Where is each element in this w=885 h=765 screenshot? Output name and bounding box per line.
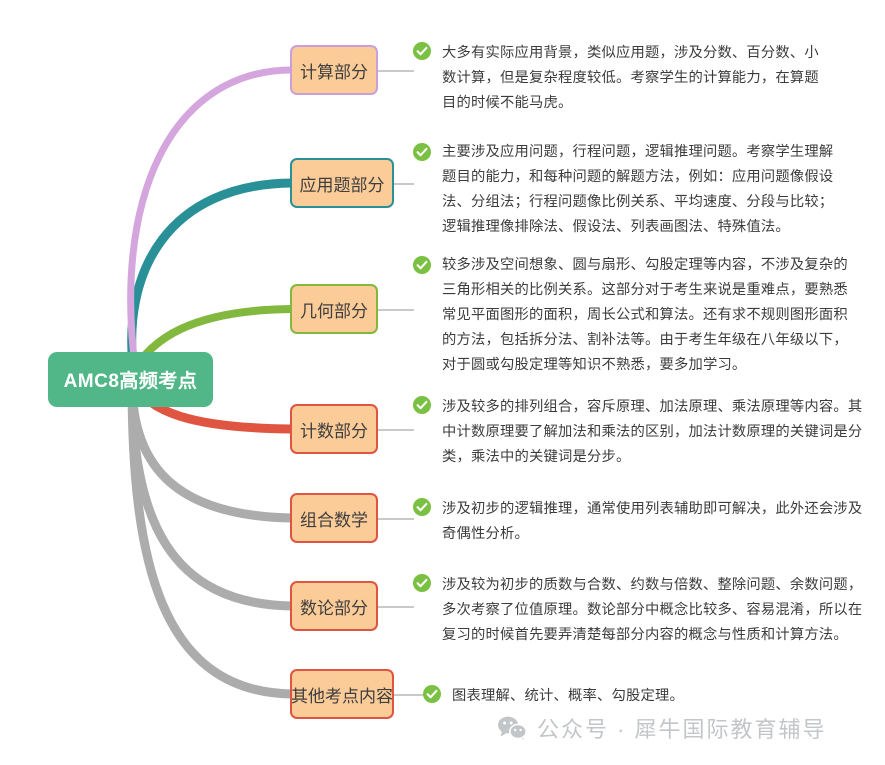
stub-branch-5 — [378, 518, 414, 520]
branch-node-1-label: 计算部分 — [300, 62, 368, 82]
root-node-label: AMC8高频考点 — [63, 371, 198, 392]
root-node[interactable]: AMC8高频考点 — [48, 352, 213, 407]
edge-branch-6 — [127, 377, 297, 611]
leaf-text-2: 主要涉及应用问题，行程问题，逻辑推理问题。考察学生理解 题目的能力，和每种问题的… — [442, 144, 834, 235]
check-circle-icon — [412, 255, 432, 275]
leaf-text-7: 图表理解、统计、概率、勾股定理。 — [452, 688, 684, 704]
check-circle-icon — [412, 395, 432, 415]
branch-node-3[interactable]: 几何部分 — [290, 284, 378, 334]
branch-node-6[interactable]: 数论部分 — [290, 581, 378, 631]
leaf-row-4: 涉及较多的排列组合，容斥原理、加法原理、乘法原理等内容。其 中计数原理要了解加法… — [412, 395, 872, 470]
edge-branch-1 — [127, 66, 296, 378]
branch-node-5-label: 组合数学 — [300, 510, 368, 530]
branch-node-3-label: 几何部分 — [300, 301, 368, 321]
leaf-text-4: 涉及较多的排列组合，容斥原理、加法原理、乘法原理等内容。其 中计数原理要了解加法… — [442, 399, 863, 465]
stub-branch-2 — [394, 183, 414, 185]
leaf-row-2: 主要涉及应用问题，行程问题，逻辑推理问题。考察学生理解 题目的能力，和每种问题的… — [412, 142, 862, 240]
leaf-text-1: 大多有实际应用背景，类似应用题，涉及分数、百分数、小 数计算，但是复杂程度较低。… — [442, 45, 819, 111]
leaf-text-3: 较多涉及空间想象、圆与扇形、勾股定理等内容，不涉及复杂的 三角形相关的比例关系。… — [442, 257, 848, 373]
branch-node-4-label: 计数部分 — [300, 421, 368, 441]
leaf-row-6: 涉及较为初步的质数与合数、约数与倍数、整除问题、余数问题， 多次考察了位值原理。… — [412, 573, 872, 648]
check-circle-icon — [412, 573, 432, 593]
watermark-label: 公众号 · 犀牛国际教育辅导 — [537, 717, 827, 742]
leaf-text-6: 涉及较为初步的质数与合数、约数与倍数、整除问题、余数问题， 多次考察了位值原理。… — [442, 577, 863, 643]
check-circle-icon — [412, 41, 432, 61]
leaf-row-3: 较多涉及空间想象、圆与扇形、勾股定理等内容，不涉及复杂的 三角形相关的比例关系。… — [412, 255, 872, 378]
branch-node-7[interactable]: 其他考点内容 — [290, 669, 394, 719]
stub-branch-3 — [378, 309, 414, 311]
stub-branch-6 — [378, 606, 414, 608]
stub-branch-7 — [394, 694, 424, 696]
stub-branch-4 — [378, 429, 414, 431]
check-circle-icon — [412, 142, 432, 162]
branch-node-6-label: 数论部分 — [300, 598, 368, 618]
wechat-icon — [497, 715, 527, 741]
branch-node-7-label: 其他考点内容 — [291, 686, 393, 706]
branch-node-5[interactable]: 组合数学 — [290, 493, 378, 543]
check-circle-icon — [412, 497, 432, 517]
edge-branch-2 — [127, 178, 297, 379]
watermark: 公众号 · 犀牛国际教育辅导 — [497, 712, 827, 744]
leaf-row-7: 图表理解、统计、概率、勾股定理。 — [422, 684, 752, 709]
branch-node-2-label: 应用题部分 — [299, 175, 385, 195]
check-circle-icon — [422, 684, 442, 704]
branch-node-4[interactable]: 计数部分 — [290, 404, 378, 454]
branch-node-1[interactable]: 计算部分 — [290, 45, 378, 95]
leaf-text-5: 涉及初步的逻辑推理，通常使用列表辅助即可解决，此外还会涉及 奇偶性分析。 — [442, 501, 863, 542]
edge-branch-7 — [127, 377, 297, 699]
branch-node-2[interactable]: 应用题部分 — [290, 158, 394, 208]
leaf-row-1: 大多有实际应用背景，类似应用题，涉及分数、百分数、小 数计算，但是复杂程度较低。… — [412, 41, 842, 116]
stub-branch-1 — [378, 70, 414, 72]
leaf-row-5: 涉及初步的逻辑推理，通常使用列表辅助即可解决，此外还会涉及 奇偶性分析。 — [412, 497, 872, 547]
